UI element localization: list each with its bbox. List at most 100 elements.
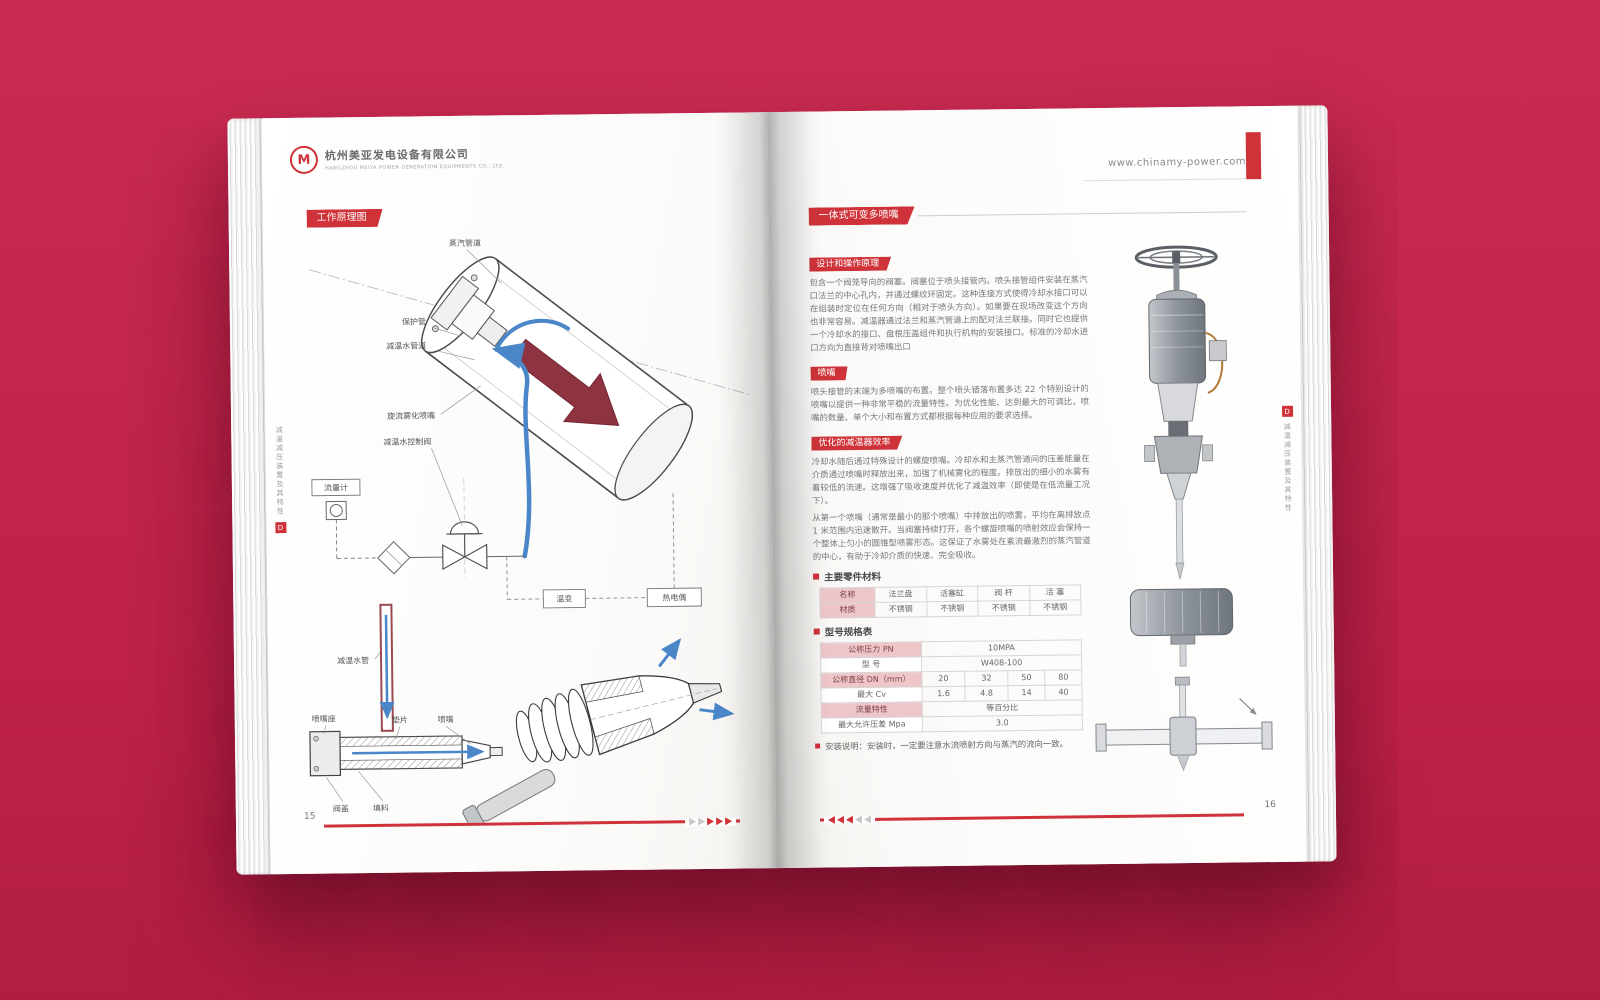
product-valve-assembly-top xyxy=(1134,245,1227,580)
steam-pipe-label: 蒸汽管道 xyxy=(449,238,481,248)
logo-mark-icon: M xyxy=(289,145,319,174)
section-body-efficiency-1: 冷却水随后通过特殊设计的螺旋喷嘴。冷却水和主蒸汽管道间的压差能量在介质通过喷嘴时… xyxy=(811,453,1091,506)
left-page: M 杭州美亚发电设备有限公司 HANGZHOU MEIYA POWER GENE… xyxy=(261,112,777,875)
cooling-water-pipe-label: 减温水管道 xyxy=(386,340,426,350)
page-number-left: 15 xyxy=(303,811,316,822)
section-heading-design: 设计和操作原理 xyxy=(809,257,891,272)
product-actuator-middle xyxy=(1129,588,1234,667)
right-banner-row: 一体式可变多喷嘴 xyxy=(809,202,1247,225)
gasket-label: 垫片 xyxy=(392,715,408,725)
materials-header-cell: 阀 杆 xyxy=(977,585,1030,602)
company-name-en: HANGZHOU MEIYA POWER GENERATION EQUIPMEN… xyxy=(325,163,505,172)
flow-schematic: 流量计 温变 xyxy=(311,477,702,609)
chapter-tab-left: 减温减压装置及其特性 D xyxy=(272,426,287,534)
steam-pipe-cylinder xyxy=(421,256,694,501)
spec-label: 最大允许压差 Mpa xyxy=(821,717,923,734)
page-title-banner: 一体式可变多喷嘴 xyxy=(809,206,915,225)
spec-table: 公称压力 PN 10MPA 型 号 W408-100 公称直径 DN（mm） 2… xyxy=(820,640,1083,734)
chapter-tab-letter: D xyxy=(274,522,286,534)
materials-header-cell: 活 塞 xyxy=(1029,585,1081,601)
spec-value: 40 xyxy=(1044,685,1083,701)
product-images xyxy=(1095,245,1273,772)
chapter-tab-letter: D xyxy=(1281,405,1293,417)
spec-label: 流量特性 xyxy=(821,702,923,719)
spec-value: 14 xyxy=(1008,685,1046,702)
table-row: 最大允许压差 Mpa 3.0 xyxy=(821,715,1083,734)
thermocouple-label: 热电偶 xyxy=(662,592,686,602)
install-note-row: 安装说明：安装时，一定要注意水流喷射方向与蒸汽的流向一致。 xyxy=(815,737,1093,752)
materials-title-row: 主要零件材料 xyxy=(813,566,1091,584)
cooling-water-tube-loop xyxy=(494,318,571,352)
chapter-tab-text: 减温减压装置及其特性 xyxy=(275,426,285,517)
spec-value: 4.8 xyxy=(965,686,1009,702)
nozzle-detail-diagram: 减温水管 喷嘴座 垫片 喷嘴 阀盖 xyxy=(309,603,735,825)
spec-value: 80 xyxy=(1044,670,1082,686)
spec-label: 公称直径 DN（mm） xyxy=(820,672,922,689)
section-heading-nozzle: 喷嘴 xyxy=(810,366,847,380)
diagram-labels: 蒸汽管道 保护管 减温水管道 旋流雾化喷嘴 减温水控制阀 xyxy=(383,238,502,527)
water-tube-label: 减温水管 xyxy=(337,655,369,665)
materials-table: 名称 法兰盘 活塞缸 阀 杆 活 塞 材质 不锈钢 不锈钢 不锈钢 不锈钢 xyxy=(819,585,1082,619)
right-text-column: 设计和操作原理 包含一个阀笼导向的阀塞。阀塞位于喷头接管内。喷头接管组件安装在蒸… xyxy=(809,248,1093,753)
spec-label: 公称压力 PN xyxy=(820,642,922,659)
right-page: www.chinamy-power.com 一体式可变多喷嘴 设计和操作原理 包… xyxy=(767,105,1307,869)
flow-meter-label: 流量计 xyxy=(324,482,348,492)
spec-label: 型 号 xyxy=(820,657,922,674)
section-body-efficiency-2: 从第一个喷嘴（通常是最小的那个喷嘴）中排放出的喷雾，平均在离排放点 1 米范围内… xyxy=(812,509,1091,562)
spec-label: 最大 Cv xyxy=(820,687,923,704)
install-note: 安装说明：安装时，一定要注意水流喷射方向与蒸汽的流向一致。 xyxy=(825,738,1069,752)
bullet-square-icon xyxy=(813,573,820,580)
section-banner: 工作原理图 xyxy=(307,209,383,228)
materials-cell: 不锈钢 xyxy=(977,600,1030,617)
nozzle-seat-label: 喷嘴座 xyxy=(312,713,336,723)
section-heading-efficiency: 优化的减温器效率 xyxy=(811,436,902,451)
bullet-square-icon xyxy=(813,628,820,635)
chapter-tab-right: D 减温减压装置及其特性 xyxy=(1280,405,1295,513)
section-body-design: 包含一个阀笼导向的阀塞。阀塞位于喷头接管内。喷头接管组件安装在蒸汽口法兰的中心孔… xyxy=(809,274,1089,353)
footer-chevrons-right xyxy=(823,815,876,825)
spec-value: 50 xyxy=(1007,670,1045,687)
temp-transmitter-label: 温变 xyxy=(556,594,572,604)
bullet-square-icon xyxy=(815,743,821,749)
left-banner-wrap: 工作原理图 xyxy=(307,209,383,228)
supply-tube xyxy=(462,769,556,825)
materials-cell: 不锈钢 xyxy=(1029,600,1082,616)
brochure-book: M 杭州美亚发电设备有限公司 HANGZHOU MEIYA POWER GENE… xyxy=(227,105,1337,875)
materials-header-cell: 法兰盘 xyxy=(874,587,927,603)
materials-cell: 材质 xyxy=(819,602,876,619)
footer-rule-right xyxy=(820,813,1245,822)
page-number-right: 16 xyxy=(1264,799,1276,811)
website-url: www.chinamy-power.com xyxy=(1107,156,1247,169)
swirl-nozzle-label: 旋流雾化喷嘴 xyxy=(387,410,435,421)
product-cross-valve-bottom xyxy=(1095,676,1273,772)
spec-value: 3.0 xyxy=(922,715,1083,733)
spec-title-row: 型号规格表 xyxy=(813,621,1092,639)
injector-assembly: 减温水管 喷嘴座 垫片 喷嘴 阀盖 xyxy=(309,603,503,814)
corner-accent-bar xyxy=(1245,132,1262,180)
materials-header-cell: 活塞缸 xyxy=(926,586,978,603)
header-rule xyxy=(1083,178,1247,182)
company-name-cn: 杭州美亚发电设备有限公司 xyxy=(324,147,469,163)
section-body-nozzle: 喷头接管的末端为多喷嘴的布置。整个喷头错落布置多达 22 个特别设计的喷嘴以提供… xyxy=(810,383,1090,423)
protection-pipe-label: 保护管 xyxy=(402,316,426,326)
spec-value: 32 xyxy=(964,671,1009,687)
footer-chevrons-left xyxy=(684,817,737,826)
banner-extension-line xyxy=(917,210,1247,216)
control-valve-symbol xyxy=(442,477,488,578)
nozzle-label: 喷嘴 xyxy=(438,714,454,724)
company-logo: M 杭州美亚发电设备有限公司 HANGZHOU MEIYA POWER GENE… xyxy=(289,143,505,174)
materials-cell: 不锈钢 xyxy=(874,602,927,618)
materials-cell: 不锈钢 xyxy=(926,601,979,618)
spec-value: 20 xyxy=(921,671,966,688)
nozzle-cutaway xyxy=(515,638,735,763)
spec-value: 1.6 xyxy=(921,686,966,703)
materials-header-cell: 名称 xyxy=(819,587,875,604)
bonnet-label: 阀盖 xyxy=(333,803,349,813)
control-valve-label: 减温水控制阀 xyxy=(383,436,431,447)
materials-title: 主要零件材料 xyxy=(824,572,882,584)
packing-label: 填料 xyxy=(373,803,389,813)
spec-title: 型号规格表 xyxy=(824,627,873,639)
working-principle-diagram: 流量计 温变 xyxy=(309,238,749,609)
cooling-water-tube xyxy=(491,342,532,559)
table-row: 材质 不锈钢 不锈钢 不锈钢 不锈钢 xyxy=(819,600,1082,619)
